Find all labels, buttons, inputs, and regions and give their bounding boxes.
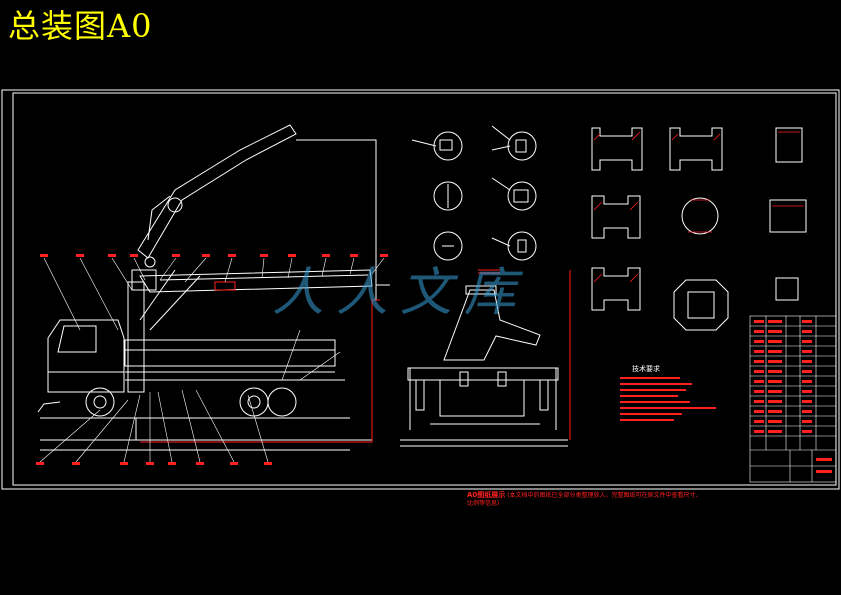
bottom-note: A0图纸展示 (本文档中的图纸已全部分类整理放入，完整图纸可在原文件中查看尺寸、… [467, 491, 707, 508]
technical-requirements-lines [620, 377, 716, 421]
note-lead: A0图纸展示 [467, 491, 506, 499]
technical-requirements-title: 技术要求 [632, 365, 660, 373]
rear-view-red-lines [478, 269, 571, 440]
sheet-inner-frame [12, 92, 837, 486]
part-sections-red-hatching [593, 131, 804, 283]
truck-rear-view [400, 285, 568, 447]
callout-balloons-side [39, 257, 385, 463]
parts-list-table [749, 315, 837, 483]
callout-tags [36, 254, 388, 465]
drawing-title: 总装图A0 [8, 7, 153, 45]
parts-list-red-fills [754, 320, 832, 473]
watermark: 人人文库 [272, 263, 529, 323]
detail-views [411, 125, 537, 261]
truck-side-view [37, 124, 390, 451]
part-sections [591, 127, 807, 331]
sheet-outer-frame [1, 89, 840, 490]
note-body: (本文档中的图纸已全部分类整理放入，完整图纸可在原文件中查看尺寸、比例等信息) [467, 492, 702, 507]
